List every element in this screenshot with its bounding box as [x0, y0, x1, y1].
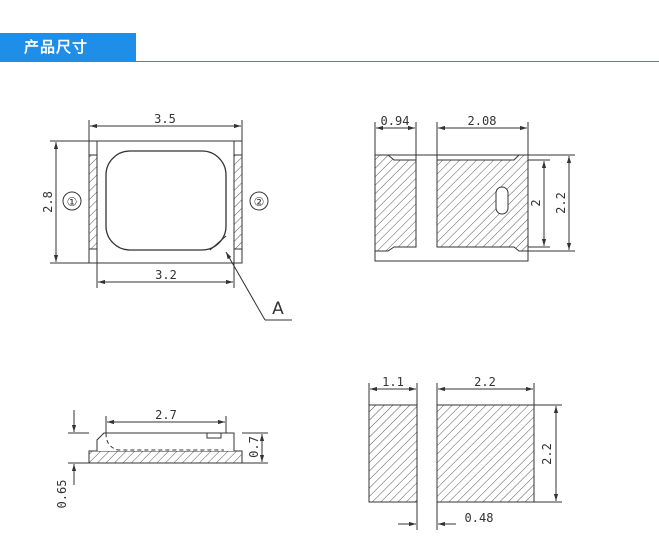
dim-pad-height: 2.2 [554, 192, 568, 214]
top-view [50, 120, 292, 321]
dim-fp-gap: 0.48 [465, 511, 494, 525]
dim-fp-height: 2.2 [540, 443, 554, 465]
lead-left [88, 154, 98, 250]
dim-height: 2.8 [41, 191, 55, 213]
lead-right [233, 154, 243, 250]
bottom-view [374, 122, 575, 262]
pin-1-marker [62, 191, 82, 211]
side-body [96, 432, 235, 451]
dim-base-height: 0.65 [55, 480, 69, 509]
dim-width-overall: 3.5 [154, 112, 176, 126]
dim-lens-width: 2.7 [155, 408, 177, 422]
lens-cavity [105, 150, 227, 251]
dim-fp-large-width: 2.2 [474, 375, 496, 389]
section-title: 产品尺寸 [24, 38, 89, 56]
dim-fp-small-width: 1.1 [382, 375, 404, 389]
callout-leader [225, 251, 266, 321]
section-header-tab: 产品尺寸 [0, 33, 136, 61]
dim-width-inner: 3.2 [155, 268, 177, 282]
pad-small [374, 154, 417, 252]
pad-slot [495, 186, 509, 215]
side-base [88, 450, 243, 464]
dim-pad-large-width: 2.08 [468, 114, 497, 128]
package-outline [88, 140, 243, 264]
dim-total-height: 0.7 [247, 436, 261, 458]
pad-large [436, 154, 529, 252]
footprint-view [368, 383, 562, 530]
side-lens-hidden [105, 432, 224, 451]
section-divider [0, 61, 659, 62]
side-view [68, 410, 268, 485]
footprint-pad-small [368, 404, 418, 503]
footprint-pad-large [436, 404, 535, 503]
pin-2-marker [249, 191, 269, 211]
pin-1-label: ① [67, 195, 78, 209]
dim-pad-small-width: 0.94 [381, 114, 410, 128]
cathode-chamfer [209, 235, 227, 251]
pin-2-label: ② [254, 195, 265, 209]
dim-slot-height: 2 [529, 199, 543, 206]
callout-label: A [272, 299, 284, 319]
